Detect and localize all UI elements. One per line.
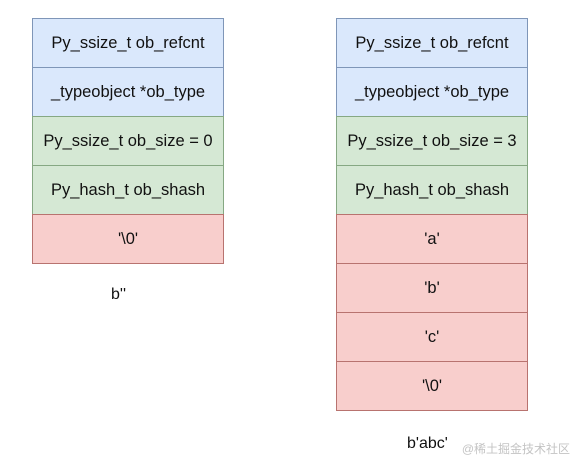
field-ob-shash: Py_hash_t ob_shash	[336, 165, 528, 215]
watermark: @稀土掘金技术社区	[461, 442, 570, 456]
field-ob-size: Py_ssize_t ob_size = 0	[32, 116, 224, 166]
byte-b: 'b'	[336, 263, 528, 313]
field-ob-shash: Py_hash_t ob_shash	[32, 165, 224, 215]
byte-a: 'a'	[336, 214, 528, 264]
caption-b-empty: b''	[111, 286, 127, 303]
field-ob-refcnt: Py_ssize_t ob_refcnt	[32, 18, 224, 68]
field-ob-type: _typeobject *ob_type	[32, 67, 224, 117]
byte-null: '\0'	[32, 214, 224, 264]
byte-c: 'c'	[336, 312, 528, 362]
struct-b-empty: Py_ssize_t ob_refcnt _typeobject *ob_typ…	[32, 18, 224, 264]
byte-null: '\0'	[336, 361, 528, 411]
field-ob-refcnt: Py_ssize_t ob_refcnt	[336, 18, 528, 68]
field-ob-size: Py_ssize_t ob_size = 3	[336, 116, 528, 166]
caption-b-abc: b'abc'	[407, 435, 448, 452]
field-ob-type: _typeobject *ob_type	[336, 67, 528, 117]
struct-b-abc: Py_ssize_t ob_refcnt _typeobject *ob_typ…	[336, 18, 528, 411]
